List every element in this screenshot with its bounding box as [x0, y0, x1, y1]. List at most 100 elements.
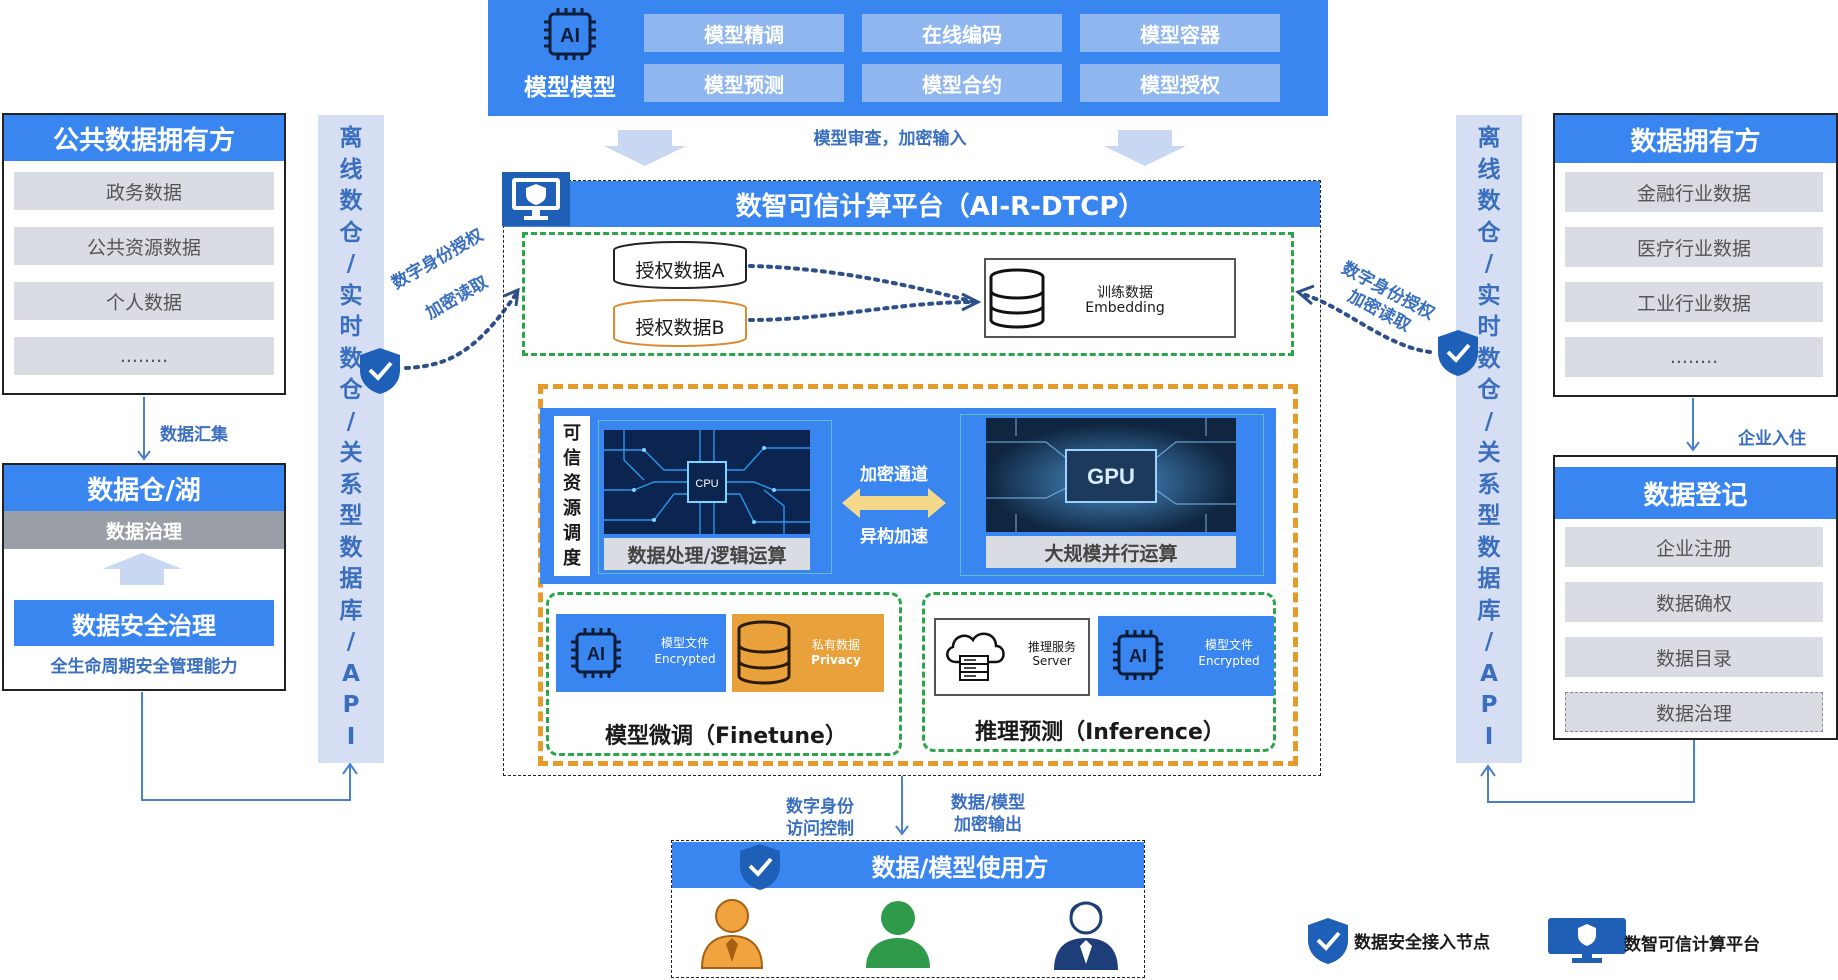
encrypted-output-label-2: 加密输出 [954, 815, 1022, 835]
model-authorize-button[interactable]: 模型授权 [1080, 64, 1280, 102]
medical-data-item[interactable]: 医疗行业数据 [1565, 227, 1823, 267]
data-governance-item[interactable]: 数据治理 [1565, 692, 1823, 732]
finetune-ai-chip-icon: AI [571, 628, 621, 678]
industrial-data-item[interactable]: 工业行业数据 [1565, 282, 1823, 322]
governance-bar: 数据治理 [4, 511, 284, 549]
cpu-chip-label: CPU [695, 478, 718, 490]
public-data-owner-title: 公共数据拥有方 [4, 115, 284, 161]
enterprise-label: 企业入住 [1738, 429, 1806, 449]
gpu-image: GPU [986, 418, 1236, 532]
personal-data-item[interactable]: 个人数据 [14, 282, 274, 320]
encrypted-channel-label: 加密通道 [860, 465, 928, 485]
access-control-label-1: 数字身份 [786, 797, 854, 817]
auth-data-a-cylinder[interactable] [612, 240, 748, 290]
scheduler-char: 可 [563, 423, 581, 444]
gpu-chip-label: GPU [1087, 464, 1135, 489]
finetune-model-file-title: 模型文件 [660, 636, 709, 650]
finetune-ai-text: AI [587, 644, 605, 664]
storage-column-char: / [1484, 251, 1494, 277]
registry-connector [1480, 740, 1695, 803]
cloud-server-icon [946, 632, 1005, 681]
platform-header [504, 181, 1320, 227]
storage-column-char: 型 [339, 503, 363, 529]
storage-column-char: P [342, 692, 360, 718]
down-arrow-right-icon [1104, 130, 1186, 166]
gpu-caption: 大规模并行运算 [986, 536, 1236, 568]
data-owner-title: 数据拥有方 [1555, 115, 1836, 163]
gov-data-item[interactable]: 政务数据 [14, 172, 274, 210]
private-database-icon [737, 620, 791, 685]
model-finetune-button[interactable]: 模型精调 [644, 14, 844, 52]
ai-chip-icon: AI [540, 8, 600, 60]
enterprise-register-item[interactable]: 企业注册 [1565, 527, 1823, 567]
scheduler-box: 可信资源调度 [554, 416, 590, 576]
storage-column-char: / [346, 629, 356, 655]
storage-column-char: 数 [1477, 188, 1501, 214]
storage-column-char: 关 [339, 440, 363, 466]
inference-model-file[interactable] [1098, 616, 1274, 696]
storage-column-char: 时 [1477, 314, 1501, 340]
bidirectional-arrow-icon [842, 488, 946, 518]
legend-platform-label: 数智可信计算平台 [1624, 935, 1760, 955]
access-control-label-2: 访问控制 [786, 819, 854, 839]
models-title: 模型模型 [524, 75, 616, 101]
warehouse-title: 数据仓/湖 [4, 465, 284, 511]
warehouse-connector [141, 692, 358, 801]
finance-data-item[interactable]: 金融行业数据 [1565, 172, 1823, 212]
data-rights-item[interactable]: 数据确权 [1565, 582, 1823, 622]
up-arrow-icon [102, 553, 182, 585]
storage-column-char: 数 [339, 188, 363, 214]
more-owner-data-item: ........ [1565, 337, 1823, 377]
auth-data-b-cylinder[interactable] [612, 298, 748, 348]
more-data-item: ........ [14, 337, 274, 375]
storage-column-char: 离 [1477, 125, 1501, 151]
storage-column-char: 离 [339, 125, 363, 151]
scheduler-char: 调 [563, 523, 581, 544]
users-shield-icon [740, 844, 780, 890]
storage-column-char: 据 [1477, 566, 1501, 592]
storage-column-char: A [1480, 660, 1498, 687]
auth-data-b-label: 授权数据B [635, 317, 725, 339]
generic-user-icon[interactable] [862, 898, 934, 970]
online-coding-button[interactable]: 在线编码 [862, 14, 1062, 52]
platform-title: 数智可信计算平台（AI-R-DTCP） [735, 192, 1145, 222]
inference-ai-chip-icon: AI [1113, 630, 1163, 680]
storage-column-char: I [346, 723, 356, 750]
storage-column-char: I [1484, 723, 1494, 750]
data-catalog-item[interactable]: 数据目录 [1565, 637, 1823, 677]
legend-monitor-icon [1548, 918, 1626, 963]
storage-column-char: 数 [1477, 534, 1501, 561]
storage-column-char: 关 [1477, 440, 1501, 466]
storage-column-char: / [1484, 629, 1494, 655]
storage-column-char: 系 [1477, 471, 1501, 498]
platform-monitor-icon [502, 172, 570, 226]
business-user-icon[interactable] [696, 896, 768, 970]
right-auth-link [1295, 284, 1432, 354]
storage-column-char: 数 [339, 534, 363, 561]
inference-model-file-sub: Encrypted [1198, 654, 1260, 668]
model-container-button[interactable]: 模型容器 [1080, 14, 1280, 52]
public-resource-data-item[interactable]: 公共资源数据 [14, 227, 274, 265]
users-title: 数据/模型使用方 [871, 854, 1049, 882]
storage-column-char: 数 [1477, 345, 1501, 372]
storage-column-char: 时 [339, 314, 363, 340]
storage-column-char: 实 [1477, 282, 1501, 309]
storage-column-char: 仓 [1477, 377, 1501, 403]
storage-column-char: P [1480, 692, 1498, 718]
legend-node-label: 数据安全接入节点 [1354, 933, 1490, 953]
inference-ai-text: AI [1129, 646, 1147, 666]
inference-server-sub: Server [1032, 654, 1072, 668]
enterprise-arrow [1686, 398, 1700, 452]
storage-column-char: 库 [339, 597, 363, 624]
left-security-node-icon [360, 348, 400, 394]
model-predict-button[interactable]: 模型预测 [644, 64, 844, 102]
storage-column-char: 库 [1477, 597, 1501, 624]
data-security-governance[interactable]: 数据安全治理 [14, 600, 274, 646]
developer-user-icon[interactable] [1050, 894, 1122, 972]
model-contract-button[interactable]: 模型合约 [862, 64, 1062, 102]
cpu-panel [598, 420, 832, 574]
finetune-model-file[interactable] [556, 614, 726, 692]
model-review-label: 模型审查，加密输入 [813, 129, 967, 149]
